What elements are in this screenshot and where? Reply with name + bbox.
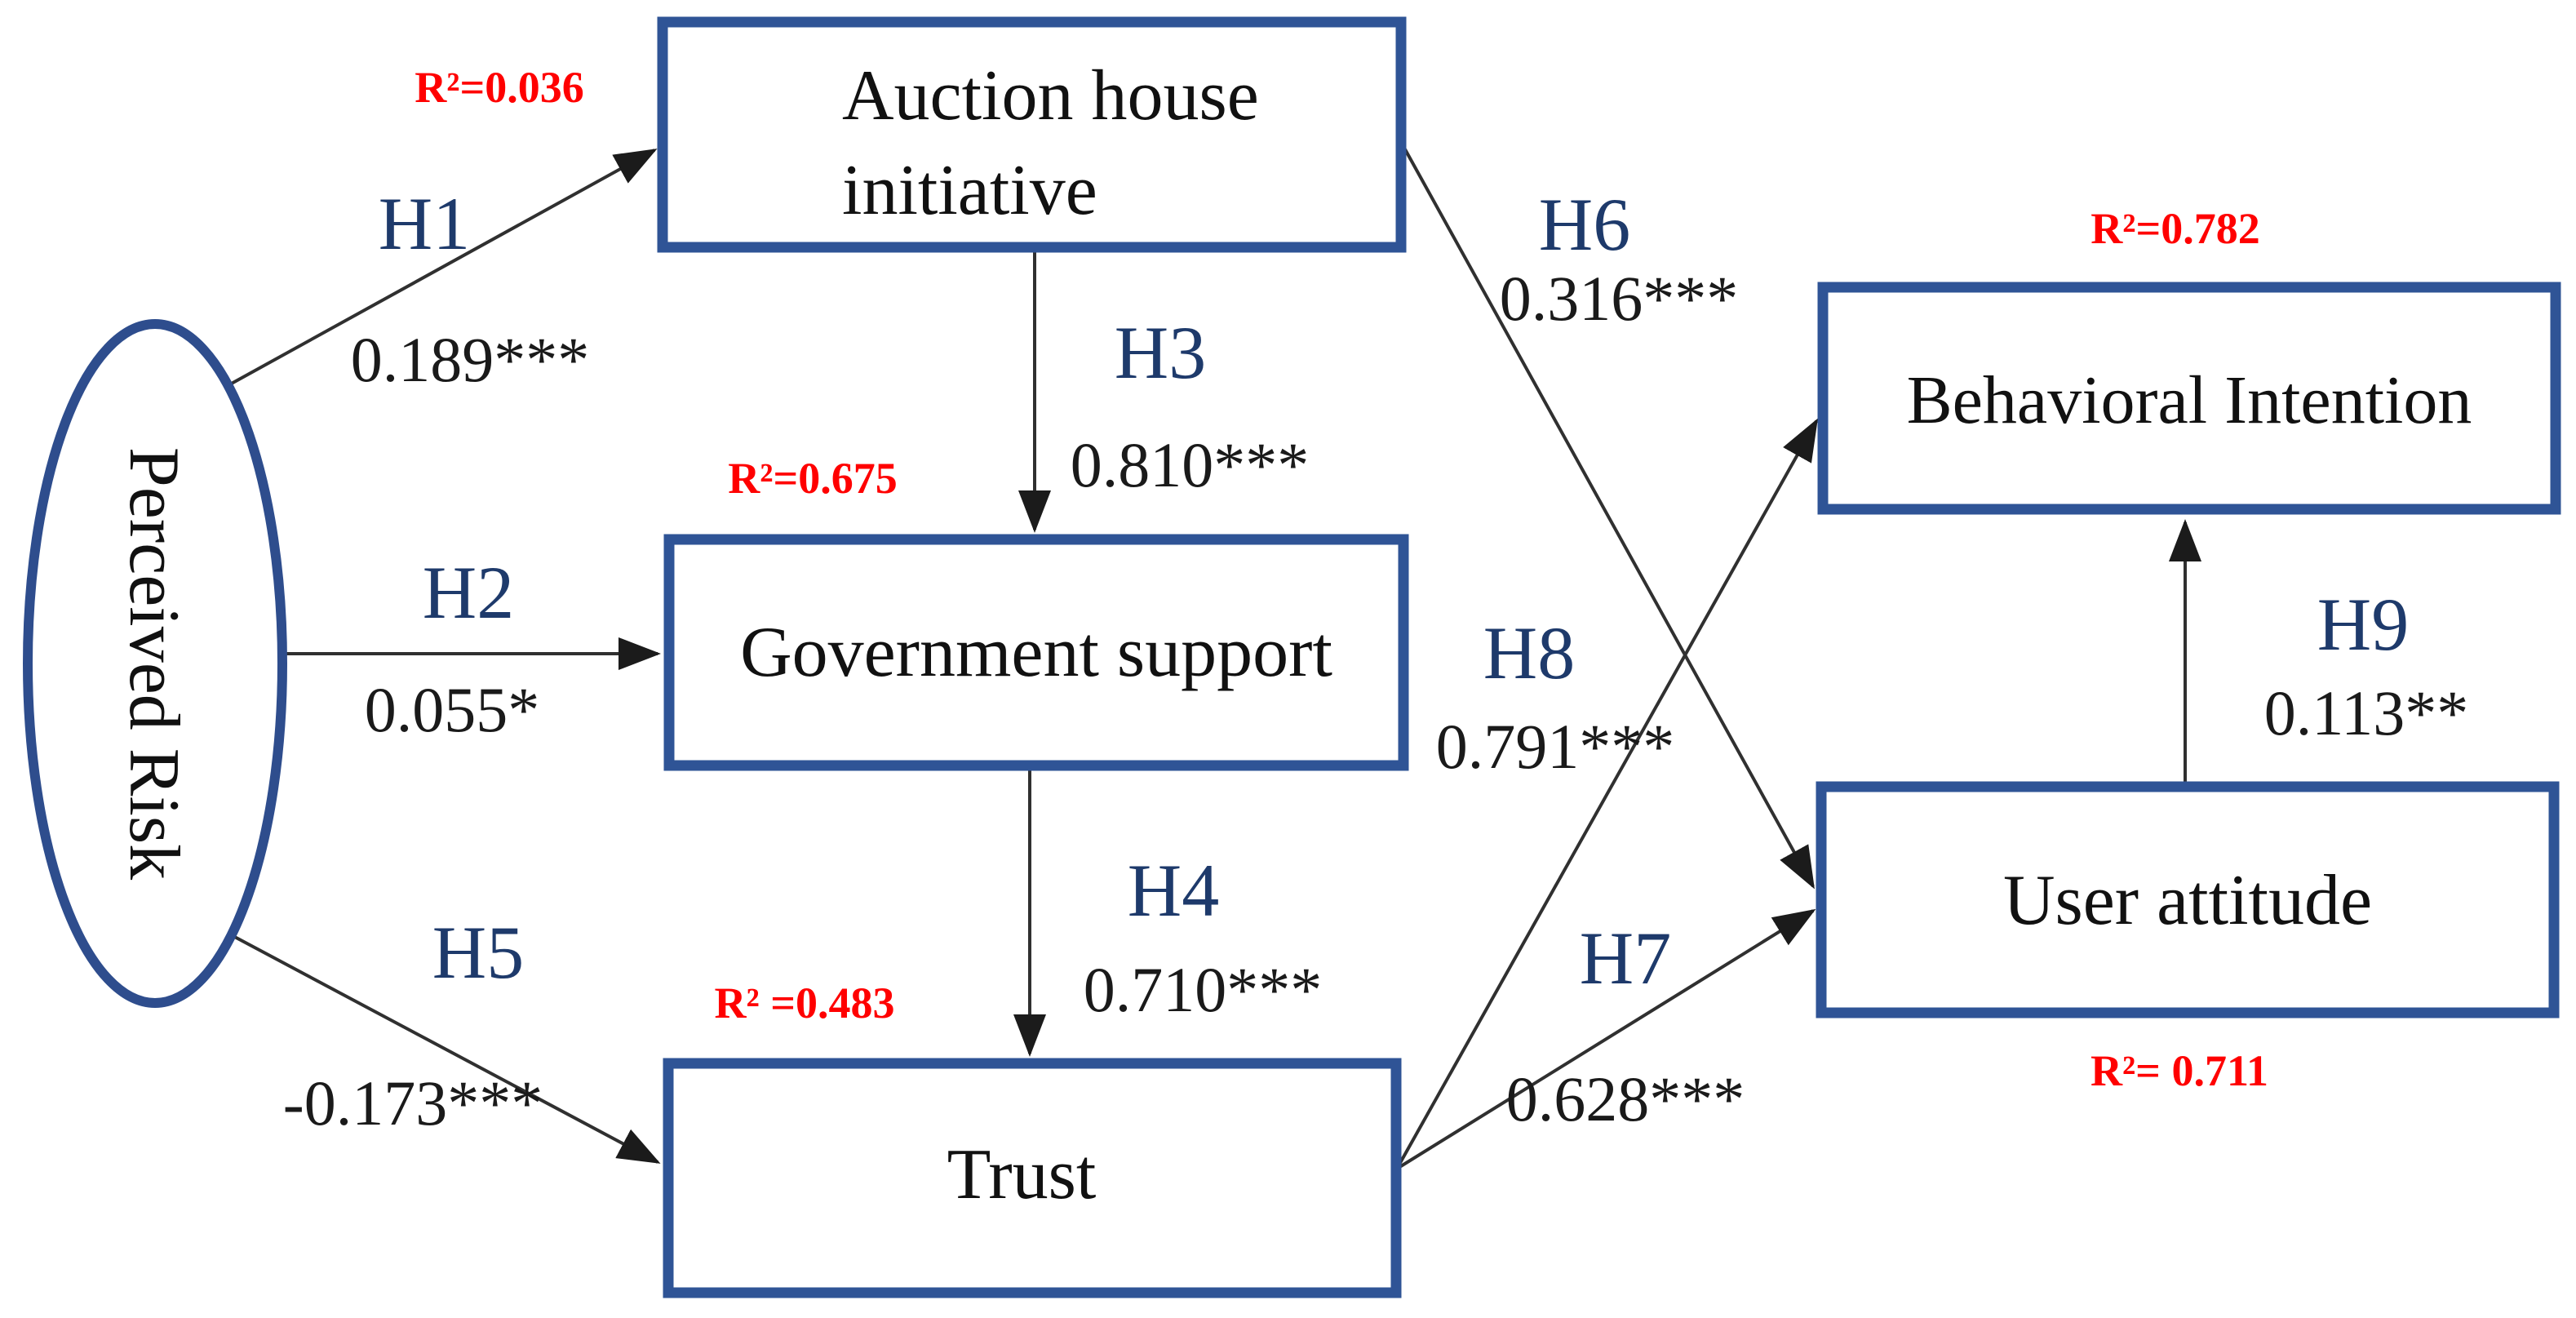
edge-h9-hypothesis-label: H9 (2317, 583, 2409, 666)
node-auction-house-initiative-label-line2: initiative (842, 151, 1097, 230)
edge-h4-coefficient-label: 0.710*** (1084, 954, 1323, 1025)
node-behavioral-intention-box (1817, 282, 2561, 515)
node-perceived-risk-ellipse (23, 319, 287, 1008)
node-auction-house-initiative-label-line1: Auction house (842, 56, 1259, 135)
edge-h8-hypothesis-label: H8 (1483, 611, 1575, 695)
edge-h7-coefficient-label: 0.628*** (1506, 1063, 1745, 1134)
edge-h3-coefficient-label: 0.810*** (1071, 429, 1310, 500)
node-user-attitude-label: User attitude (2003, 861, 2372, 940)
edge-h3-hypothesis-label: H3 (1115, 311, 1206, 394)
edge-h1-coefficient-label: 0.189*** (351, 324, 590, 395)
edge-h1-line (228, 149, 658, 387)
node-government-support-box (663, 534, 1409, 771)
r2-label-user-attitude: R²= 0.711 (2091, 1046, 2268, 1095)
r2-label-government-support: R²=0.675 (728, 454, 897, 503)
edge-h5-coefficient-label: -0.173*** (283, 1067, 543, 1138)
r2-label-auction-house-initiative: R²=0.036 (415, 63, 583, 112)
node-trust-box (663, 1058, 1402, 1298)
r2-label-behavioral-intention: R²=0.782 (2091, 204, 2259, 253)
node-auction-house-initiative-box (657, 16, 1407, 253)
edge-h7-hypothesis-label: H7 (1580, 916, 1671, 1000)
node-trust-label: Trust (947, 1135, 1097, 1214)
edge-h6-line (1399, 141, 1815, 890)
r2-label-trust: R² =0.483 (715, 979, 895, 1027)
node-behavioral-intention-label: Behavioral Intention (1907, 362, 2472, 438)
edge-h4-hypothesis-label: H4 (1128, 849, 1219, 932)
edge-h5-line (229, 933, 661, 1164)
edge-h8-line (1395, 418, 1818, 1169)
edge-h1-hypothesis-label: H1 (379, 182, 470, 265)
node-user-attitude-box (1816, 781, 2560, 1018)
edge-h2-coefficient-label: 0.055* (365, 674, 540, 745)
edge-h5-hypothesis-label: H5 (432, 911, 524, 994)
node-government-support-label: Government support (740, 613, 1332, 692)
edge-h6-hypothesis-label: H6 (1539, 183, 1630, 266)
edge-h9-coefficient-label: 0.113** (2264, 677, 2469, 748)
edge-h8-coefficient-label: 0.791*** (1436, 711, 1675, 782)
edge-h2-hypothesis-label: H2 (423, 551, 514, 634)
edge-h6-coefficient-label: 0.316*** (1500, 263, 1739, 334)
node-perceived-risk-label: Perceived Risk (114, 447, 193, 880)
edge-h7-line (1395, 908, 1816, 1170)
